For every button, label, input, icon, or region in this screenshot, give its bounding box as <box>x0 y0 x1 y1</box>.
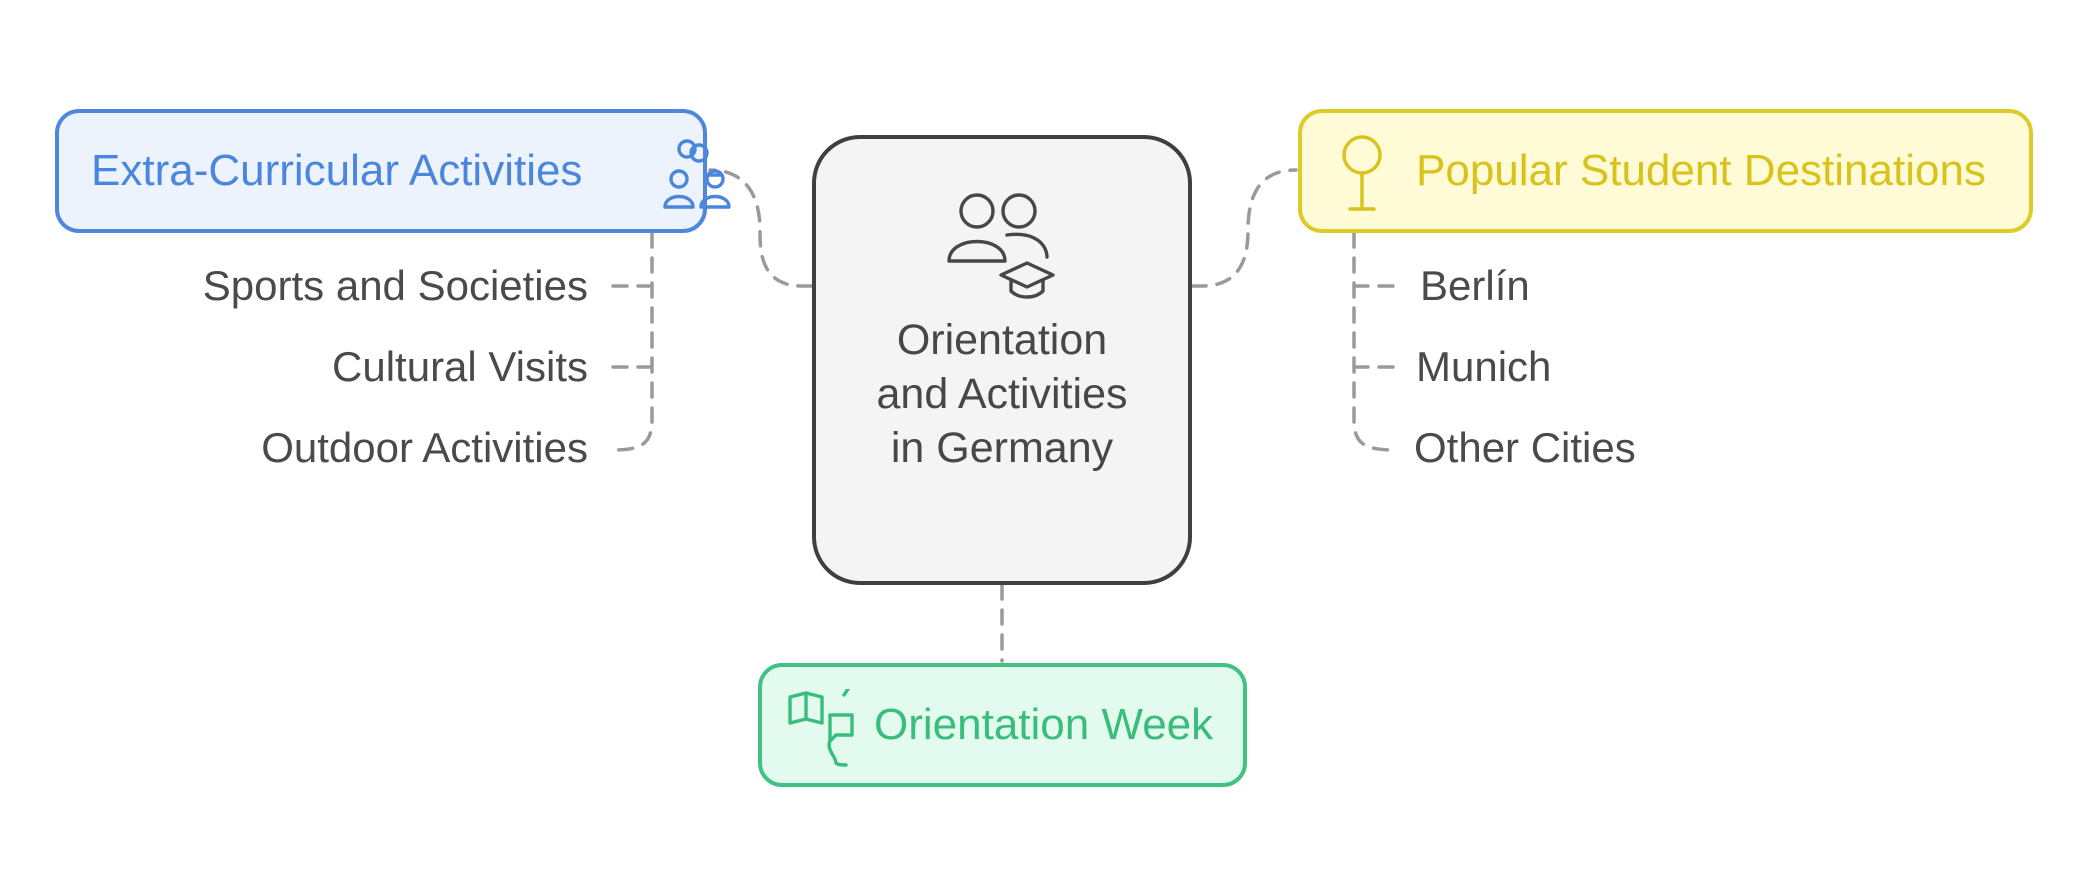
extra-curricular-title: Extra-Curricular Activities <box>91 146 583 195</box>
connector-extra-trunk <box>610 231 654 452</box>
orientation-week-node: Orientation Week <box>758 663 1247 787</box>
book-chat-icon <box>786 689 866 769</box>
popular-destinations-title: Popular Student Destinations <box>1416 146 1986 195</box>
extra-curricular-node: Extra-Curricular Activities <box>55 109 731 233</box>
map-pin-icon <box>1332 131 1392 215</box>
people-collaboration-icon <box>659 135 739 215</box>
central-topic-title: Orientation and Activities in Germany <box>876 316 1128 472</box>
list-item: Other Cities <box>1414 424 1636 471</box>
central-topic-node: Orientation and Activities in Germany <box>812 135 1192 585</box>
connector-center-popular <box>1190 168 1298 288</box>
students-graduation-icon <box>947 189 1057 299</box>
list-item: Cultural Visits <box>332 343 588 390</box>
list-item: Berlín <box>1420 262 1530 309</box>
list-item: Outdoor Activities <box>261 424 588 471</box>
list-item: Munich <box>1416 343 1552 390</box>
orientation-week-title: Orientation Week <box>874 700 1214 749</box>
list-item: Sports and Societies <box>202 262 588 309</box>
popular-destinations-node: Popular Student Destinations <box>1298 109 2033 233</box>
connector-center-extra <box>708 168 814 288</box>
connector-popular-trunk <box>1352 231 1398 452</box>
